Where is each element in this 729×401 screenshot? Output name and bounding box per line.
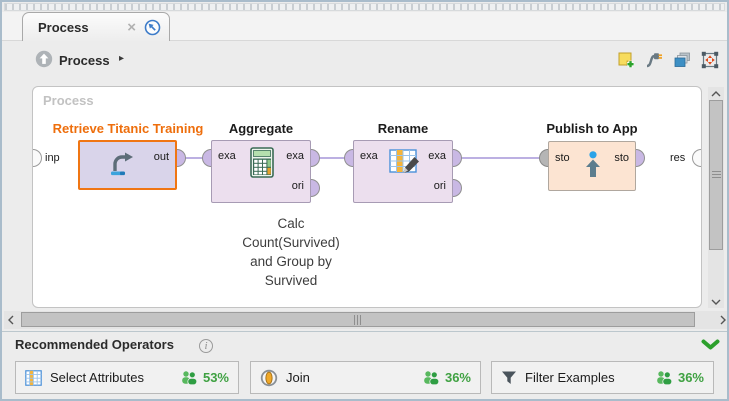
publish-in-port[interactable] [539, 149, 548, 167]
panel-drag-handle[interactable] [4, 3, 725, 11]
port-label-sto-out: sto [614, 152, 629, 164]
scroll-left-icon[interactable] [3, 312, 18, 327]
result-port-label: res [670, 152, 686, 164]
port-label-exa-in: exa [360, 150, 378, 162]
port-label-ori: ori [291, 180, 304, 192]
operator-publish[interactable]: sto sto [548, 141, 636, 191]
operator-rename[interactable]: exa exa ori [353, 140, 453, 203]
port-label-exa-in: exa [218, 150, 236, 162]
aggregate-ori-port[interactable] [311, 179, 320, 197]
canvas-toolbar [617, 51, 719, 69]
horizontal-scrollbar[interactable] [3, 311, 727, 329]
recommended-card-join[interactable]: Join 36% [250, 361, 481, 394]
port-label-exa-out: exa [286, 150, 304, 162]
rename-in-port[interactable] [344, 149, 353, 167]
process-input-port[interactable] [33, 149, 42, 167]
port-label-sto-in: sto [555, 152, 570, 164]
canvas-title: Process [43, 93, 94, 108]
vertical-scroll-thumb[interactable] [709, 100, 723, 250]
filter-icon [502, 371, 516, 384]
aggregate-icon [250, 147, 274, 178]
section-divider [2, 331, 727, 332]
retrieve-out-port[interactable] [177, 149, 186, 167]
users-icon [657, 371, 673, 385]
card-label: Filter Examples [525, 370, 615, 385]
publish-out-port[interactable] [636, 149, 645, 167]
card-label: Join [286, 370, 310, 385]
navigate-up-icon[interactable] [35, 50, 53, 68]
fit-to-view-icon[interactable] [701, 51, 719, 69]
input-port-label: inp [45, 152, 60, 164]
port-label-out: out [153, 151, 169, 163]
aggregate-in-port[interactable] [202, 149, 211, 167]
add-annotation-icon[interactable] [617, 51, 635, 69]
detach-panel-icon[interactable] [144, 19, 161, 36]
card-score: 53% [202, 370, 229, 385]
users-icon [182, 371, 198, 385]
breadcrumb-caret-icon[interactable]: ▸ [119, 53, 125, 64]
rename-ori-port[interactable] [453, 179, 462, 197]
operator-name-publish: Publish to App [546, 121, 638, 136]
vertical-scrollbar[interactable] [708, 87, 724, 308]
card-score: 36% [677, 370, 704, 385]
port-label-ori: ori [433, 180, 446, 192]
rename-icon [389, 149, 419, 173]
scroll-up-icon[interactable] [708, 86, 723, 101]
join-icon [260, 369, 278, 386]
operator-name-retrieve: Retrieve Titanic Training [52, 121, 204, 136]
tab-process[interactable]: Process × [22, 12, 170, 41]
tab-strip: Process × [2, 12, 727, 41]
operator-aggregate[interactable]: exa exa ori [211, 140, 311, 203]
card-score: 36% [444, 370, 471, 385]
collapse-section-icon[interactable] [701, 338, 720, 356]
rename-exa-port[interactable] [453, 149, 462, 167]
scroll-down-icon[interactable] [708, 294, 723, 309]
scroll-right-icon[interactable] [715, 312, 727, 327]
tab-title: Process [38, 19, 89, 35]
select-attributes-icon [25, 369, 42, 386]
process-canvas[interactable]: Process inp res Retrieve Titanic Trainin… [32, 86, 702, 308]
info-icon[interactable]: i [199, 339, 213, 353]
breadcrumb[interactable]: Process [59, 53, 110, 68]
horizontal-scroll-thumb[interactable] [21, 312, 695, 327]
connections-icon[interactable] [645, 51, 663, 69]
close-icon[interactable]: × [127, 18, 136, 36]
recommended-card-select-attributes[interactable]: Select Attributes 53% [15, 361, 239, 394]
operator-name-rename: Rename [377, 121, 429, 136]
recommended-card-filter-examples[interactable]: Filter Examples 36% [491, 361, 714, 394]
process-result-port[interactable] [692, 149, 701, 167]
recommended-title: Recommended Operators [15, 337, 174, 352]
retrieve-icon [111, 152, 133, 176]
aggregate-exa-port[interactable] [311, 149, 320, 167]
port-label-exa-out: exa [428, 150, 446, 162]
operator-annotation[interactable]: Calc Count(Survived) and Group by Surviv… [242, 216, 340, 288]
publish-icon [586, 151, 600, 177]
users-icon [424, 371, 440, 385]
card-label: Select Attributes [50, 370, 144, 385]
operator-name-aggregate: Aggregate [228, 121, 294, 136]
operator-retrieve[interactable]: out [78, 140, 177, 190]
copy-view-icon[interactable] [673, 51, 691, 69]
